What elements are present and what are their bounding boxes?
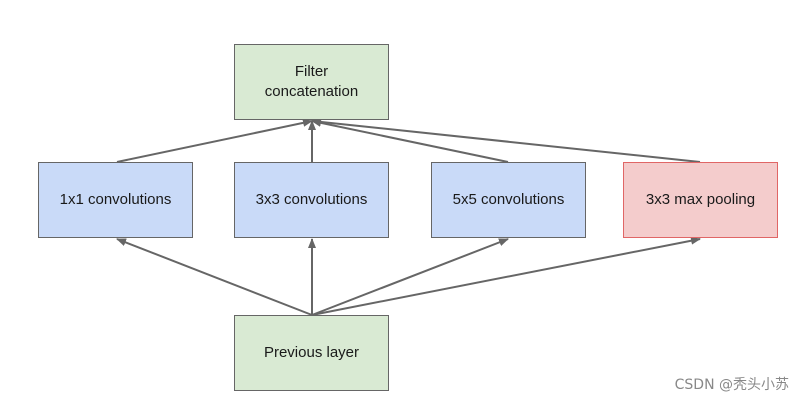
filter-concatenation-node: Filter concatenation bbox=[234, 44, 389, 120]
conv-3x3-label: 3x3 convolutions bbox=[255, 191, 368, 208]
arrow-pool-to-filter bbox=[311, 117, 701, 163]
filter-concatenation-label-line2: concatenation bbox=[264, 83, 359, 100]
conv-3x3-node: 3x3 convolutions bbox=[234, 162, 389, 238]
conv-1x1-node: 1x1 convolutions bbox=[38, 162, 193, 238]
arrow-conv5-to-filter bbox=[311, 118, 509, 163]
conv-5x5-label: 5x5 convolutions bbox=[452, 191, 565, 208]
filter-concatenation-label-line1: Filter bbox=[294, 63, 329, 80]
max-pool-3x3-label: 3x3 max pooling bbox=[645, 191, 756, 208]
watermark: CSDN @秃头小苏 bbox=[674, 377, 789, 393]
previous-layer-label: Previous layer bbox=[263, 344, 360, 361]
conv-5x5-node: 5x5 convolutions bbox=[431, 162, 586, 238]
arrow-prev-to-conv5 bbox=[311, 238, 509, 316]
arrow-conv1-to-filter bbox=[116, 118, 313, 163]
previous-layer-node: Previous layer bbox=[234, 315, 389, 391]
arrow-prev-to-conv1 bbox=[116, 238, 313, 316]
conv-1x1-label: 1x1 convolutions bbox=[59, 191, 172, 208]
arrow-prev-to-pool bbox=[311, 236, 701, 316]
max-pool-3x3-node: 3x3 max pooling bbox=[623, 162, 778, 238]
